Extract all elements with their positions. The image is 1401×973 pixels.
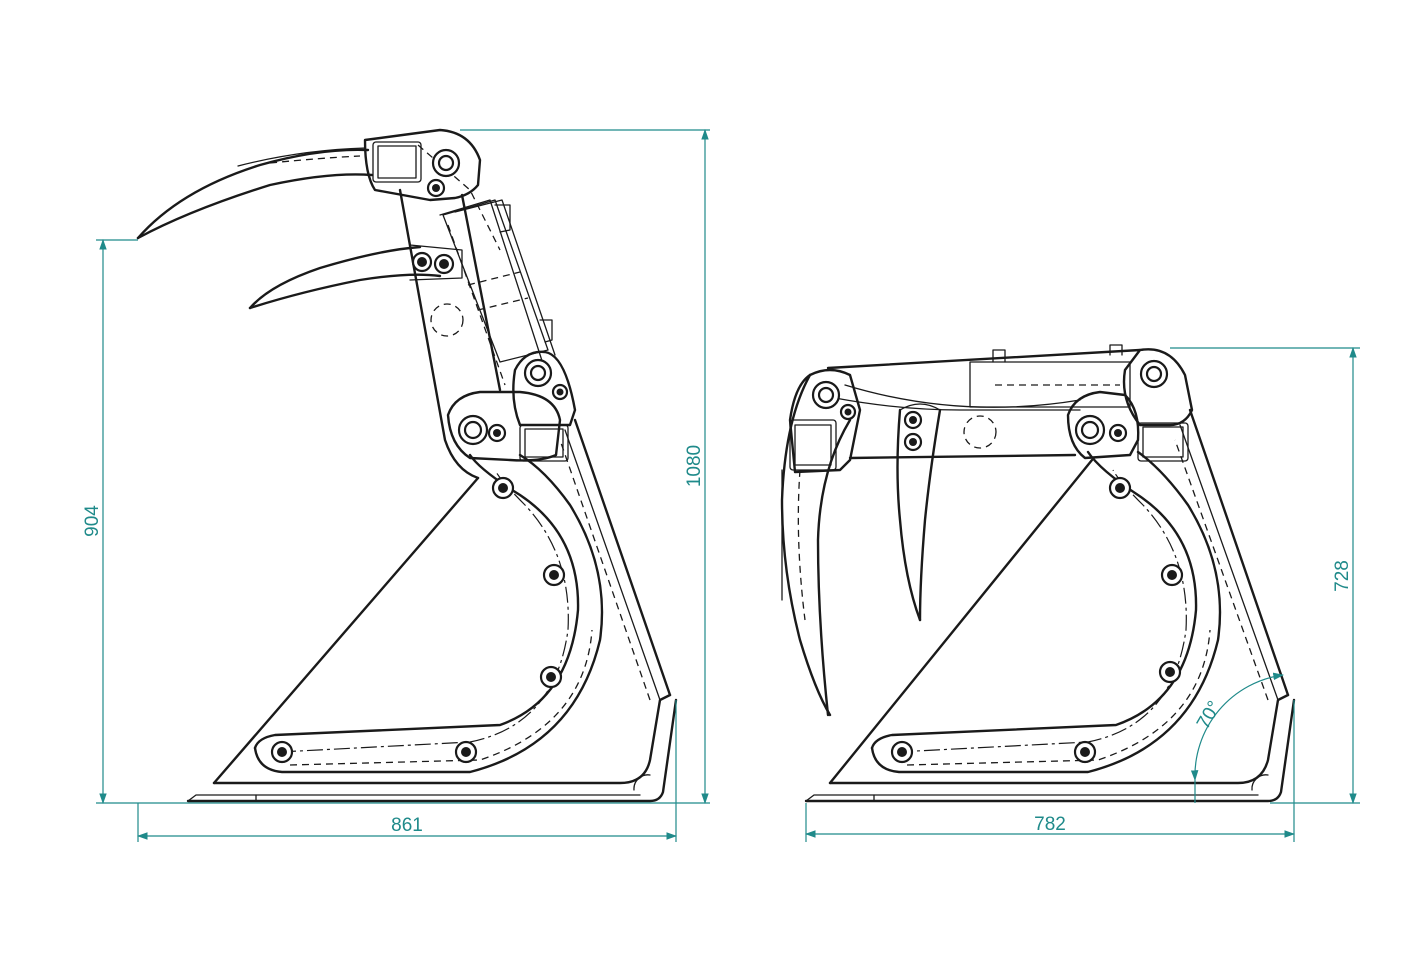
bolt: [839, 403, 857, 421]
bolt: [426, 178, 446, 198]
dimension-left-height-tine: 904: [82, 505, 103, 537]
bolt: [903, 432, 923, 452]
bolt: [811, 380, 841, 410]
hidden-pin-left: [430, 303, 464, 337]
bolt: [523, 358, 553, 388]
bolt: [1108, 476, 1132, 500]
bolt: [551, 383, 569, 401]
bolt: [411, 251, 433, 273]
bolt: [1108, 423, 1128, 443]
bolt: [433, 253, 455, 275]
lower-curved-arm: [253, 453, 604, 774]
top-frame-right: [826, 348, 1194, 462]
bolt: [1158, 660, 1182, 684]
bolt: [491, 476, 515, 500]
bolt: [542, 563, 566, 587]
dimension-left-depth: 861: [391, 815, 423, 836]
dimensions-left: 861 904 1080: [82, 128, 710, 842]
hydraulic-cylinder-left: [442, 199, 549, 363]
lower-curved-arm-right: [870, 450, 1222, 774]
dimension-right-angle: 70°: [1193, 698, 1226, 733]
bolt: [270, 740, 294, 764]
bolt: [539, 665, 563, 689]
bucket-floor: [186, 698, 678, 803]
pivot-link-plate: [446, 350, 577, 462]
lower-tine: [248, 244, 463, 310]
hidden-pin-right: [963, 415, 997, 449]
front-tine-right: [780, 373, 852, 717]
middle-tine-right: [896, 403, 942, 622]
dimension-right-height: 728: [1332, 560, 1353, 592]
bolts-right: [811, 359, 1184, 764]
bolts-left: [270, 148, 569, 764]
hydraulic-cylinder-right: [969, 344, 1131, 408]
bolt: [903, 410, 923, 430]
dimensions-right: 782 728 70°: [804, 346, 1360, 842]
bolt: [1160, 563, 1184, 587]
pivot-link-plate-right: [1066, 390, 1140, 460]
bolt: [457, 414, 489, 446]
bolt: [487, 423, 507, 443]
bolt: [1073, 740, 1097, 764]
bolt: [1074, 414, 1106, 446]
bolt: [890, 740, 914, 764]
bucket-side-plate: [212, 418, 672, 785]
dimension-right-depth: 782: [1034, 814, 1066, 835]
grapple-closed-view: 782 728 70°: [780, 344, 1360, 842]
bolt: [431, 148, 461, 178]
dimension-left-height-total: 1080: [684, 445, 705, 487]
grapple-open-view: 861 904 1080: [82, 128, 710, 842]
upper-tine: [136, 147, 374, 240]
bolt: [454, 740, 478, 764]
bolt: [1139, 359, 1169, 389]
